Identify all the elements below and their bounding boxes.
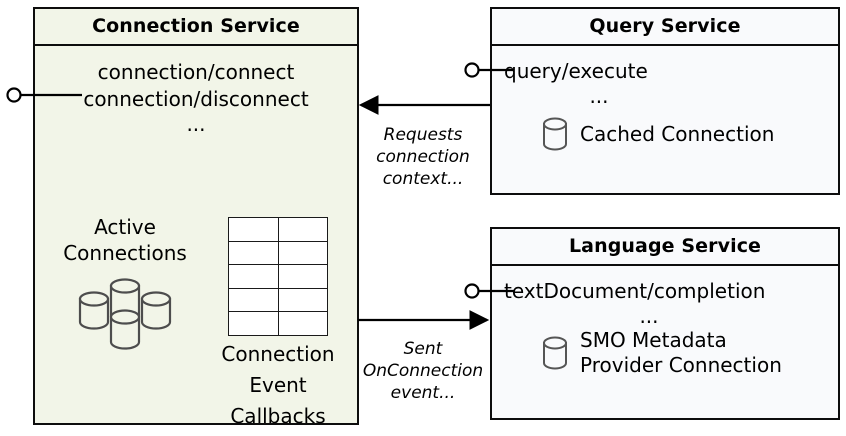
callbacks-label-line2: Event xyxy=(249,372,307,397)
callbacks-label-line1: Connection xyxy=(221,341,335,366)
operation-connection-disconnect: connection/disconnect xyxy=(83,87,309,111)
operation-connection-connect: connection/connect xyxy=(97,60,295,84)
connection-service-body: connection/connect connection/disconnect… xyxy=(35,46,357,428)
operation-textdocument-completion: textDocument/completion xyxy=(504,279,766,303)
operation-ellipsis: ... xyxy=(186,112,206,136)
table-grid-icon xyxy=(228,217,328,336)
connection-service-title: Connection Service xyxy=(35,9,357,46)
language-service-title: Language Service xyxy=(492,229,838,266)
active-connections-label-line2: Connections xyxy=(63,241,187,265)
table-row xyxy=(228,264,328,289)
table-row xyxy=(228,311,328,336)
active-connections-label-line1: Active xyxy=(94,215,156,239)
database-cylinder-icon xyxy=(543,336,567,370)
label-line1: Requests xyxy=(383,125,463,145)
table-cell xyxy=(277,264,328,289)
operation-ellipsis: ... xyxy=(639,304,659,328)
label-line2: OnConnection xyxy=(362,361,484,381)
component-query-service[interactable]: Query Service query/execute ... Cached C… xyxy=(490,7,840,195)
label-line3: context... xyxy=(382,169,464,189)
table-row xyxy=(228,287,328,312)
connection-event-callbacks-group: Connection Event Callbacks xyxy=(202,217,354,429)
label-line2: connection xyxy=(376,147,470,167)
component-connection-service[interactable]: Connection Service connection/connect co… xyxy=(33,7,359,428)
connection-service-operations: connection/connect connection/disconnect… xyxy=(35,59,357,135)
table-cell xyxy=(277,240,328,265)
operation-query-execute: query/execute xyxy=(504,59,648,83)
label-line1: Sent xyxy=(403,339,443,359)
component-language-service[interactable]: Language Service textDocument/completion… xyxy=(490,227,840,420)
database-stack-icon xyxy=(78,278,172,350)
label-line3: event... xyxy=(390,383,456,403)
table-row xyxy=(228,240,328,265)
smo-metadata-label-line1: SMO Metadata xyxy=(580,328,727,352)
cached-connection-label: Cached Connection xyxy=(580,121,775,146)
table-cell xyxy=(228,217,279,242)
language-service-operations: textDocument/completion ... xyxy=(504,278,838,327)
query-service-body: query/execute ... Cached Connection xyxy=(492,46,838,193)
table-cell xyxy=(228,240,279,265)
operation-ellipsis: ... xyxy=(589,84,609,108)
language-service-body: textDocument/completion ... SMO Metadata… xyxy=(492,266,838,418)
callbacks-label-line3: Callbacks xyxy=(230,403,326,428)
table-row xyxy=(228,217,328,242)
connector-label-requests-connection-context: Requests connection context... xyxy=(362,124,484,190)
query-service-operations: query/execute ... xyxy=(504,58,838,107)
table-cell xyxy=(228,311,279,336)
table-cell xyxy=(277,311,328,336)
cached-connection-resource: Cached Connection xyxy=(540,114,774,154)
smo-metadata-label-line2: Provider Connection xyxy=(580,353,782,377)
table-cell xyxy=(277,287,328,312)
query-service-title: Query Service xyxy=(492,9,838,46)
table-cell xyxy=(228,264,279,289)
active-connections-group: Active Connections xyxy=(45,214,205,360)
database-cylinder-icon xyxy=(543,117,567,151)
table-cell xyxy=(277,217,328,242)
smo-metadata-provider-resource: SMO Metadata Provider Connection xyxy=(540,328,782,378)
connector-label-sent-onconnection-event: Sent OnConnection event... xyxy=(358,338,488,404)
table-cell xyxy=(228,287,279,312)
